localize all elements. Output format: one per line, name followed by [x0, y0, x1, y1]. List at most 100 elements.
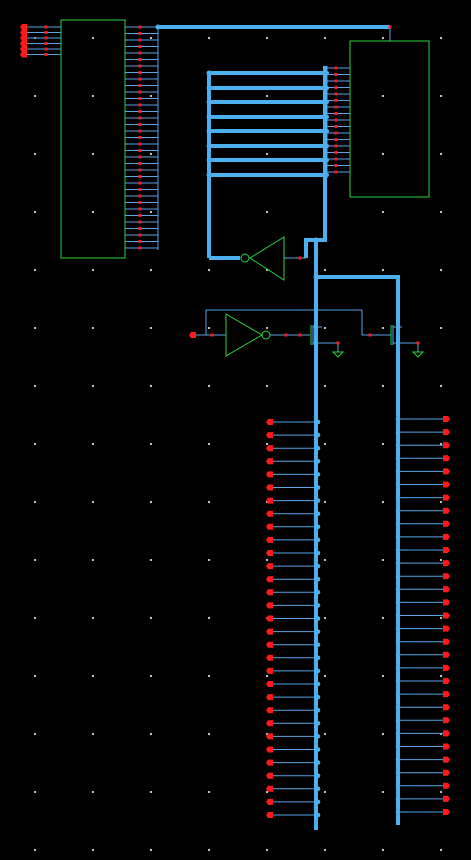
pin-port-icon: [266, 602, 273, 609]
grid-dot: [92, 269, 94, 271]
pin-dot: [388, 25, 392, 29]
pin-port-icon: [20, 24, 27, 30]
grid-dot: [382, 269, 384, 271]
grid-dot: [440, 327, 442, 329]
junction-dot: [395, 573, 401, 579]
grid-dot: [150, 501, 152, 503]
pin-port-icon: [443, 664, 450, 671]
grid-dot: [150, 559, 152, 561]
ground-symbol-icon: [411, 351, 425, 358]
junction-dot: [395, 678, 401, 684]
grid-dot: [34, 733, 36, 735]
grid-dot: [92, 327, 94, 329]
grid-dot: [208, 617, 210, 619]
grid-dot: [382, 559, 384, 561]
pin-dot: [138, 38, 142, 42]
junction-dot: [395, 613, 401, 618]
pin-port-icon: [443, 586, 450, 593]
junction-dot: [315, 590, 321, 595]
grid-dot: [440, 269, 442, 271]
junction-dot: [315, 681, 321, 687]
pin-port-icon: [443, 717, 450, 724]
grid-dot: [150, 675, 152, 677]
grid-dot: [92, 443, 94, 445]
grid-dot: [382, 95, 384, 97]
junction-dot: [395, 718, 401, 723]
pin-dot: [138, 246, 142, 250]
grid-dot: [150, 733, 152, 735]
grid-dot: [150, 327, 152, 329]
pin-port-icon: [266, 720, 273, 727]
pin-dot: [138, 84, 142, 87]
junction-dot: [395, 521, 401, 527]
grid-dot: [266, 153, 268, 155]
grid-dot: [266, 327, 268, 329]
pin-port-icon: [443, 455, 450, 462]
grid-dot: [34, 443, 36, 445]
pin-port-icon: [266, 576, 273, 583]
grid-dot: [92, 211, 94, 213]
grid-dot: [440, 37, 442, 39]
junction-dot: [315, 629, 321, 634]
grid-dot: [382, 733, 384, 735]
pin-port-icon: [443, 429, 450, 436]
grid-dot: [34, 95, 36, 97]
pin-port-icon: [443, 756, 450, 763]
grid-dot: [440, 849, 442, 851]
pin-port-icon: [443, 481, 450, 488]
pin-port-icon: [443, 442, 450, 449]
grid-dot: [440, 501, 442, 503]
grid-dot: [34, 269, 36, 271]
inverter-bottom: [225, 313, 263, 357]
grid-dot: [440, 443, 442, 445]
pin-dot: [138, 51, 142, 55]
pin-port-icon: [266, 497, 273, 504]
junction-dot: [395, 469, 401, 474]
grid-dot: [440, 617, 442, 619]
grid-dot: [324, 617, 326, 619]
junction-dot: [315, 459, 321, 464]
grid-dot: [324, 385, 326, 387]
pin-dot: [138, 142, 142, 146]
pin-dot: [138, 123, 142, 126]
junction-dot: [315, 773, 321, 778]
junction-dot: [395, 783, 401, 789]
grid-dot: [150, 269, 152, 271]
pin-dot: [138, 32, 142, 35]
inverter-bottom-bubble: [261, 330, 271, 340]
pin-port-icon: [443, 638, 450, 645]
component-blocks: [60, 19, 430, 358]
grid-dot: [34, 153, 36, 155]
junction-dot: [315, 498, 321, 503]
grid-dot: [208, 327, 210, 329]
junction-dot: [315, 786, 321, 792]
grid-dot: [382, 791, 384, 793]
junction-dot: [155, 24, 161, 30]
grid-dot: [440, 211, 442, 213]
pin-dot: [334, 99, 338, 102]
pin-port-icon: [266, 536, 273, 543]
pin-port-icon: [266, 694, 273, 701]
grid-dot: [34, 675, 36, 677]
memory-block-left: [60, 19, 126, 259]
junction-dot: [395, 429, 401, 435]
junction-dot: [315, 550, 321, 556]
pin-dot: [44, 53, 48, 56]
pin-dot: [138, 240, 142, 243]
pin-port-icon: [266, 641, 273, 648]
pin-dot: [334, 112, 338, 115]
pin-dot: [138, 71, 142, 74]
pin-dot: [138, 214, 142, 217]
junction-dot: [395, 770, 401, 775]
pin-port-icon: [266, 432, 273, 439]
pin-dot: [334, 66, 338, 70]
grid-dot: [150, 849, 152, 851]
grid-dot: [150, 791, 152, 793]
pin-dot: [334, 125, 338, 128]
pin-dot: [138, 64, 142, 68]
grid-dot: [382, 37, 384, 39]
pin-port-icon: [443, 520, 450, 527]
